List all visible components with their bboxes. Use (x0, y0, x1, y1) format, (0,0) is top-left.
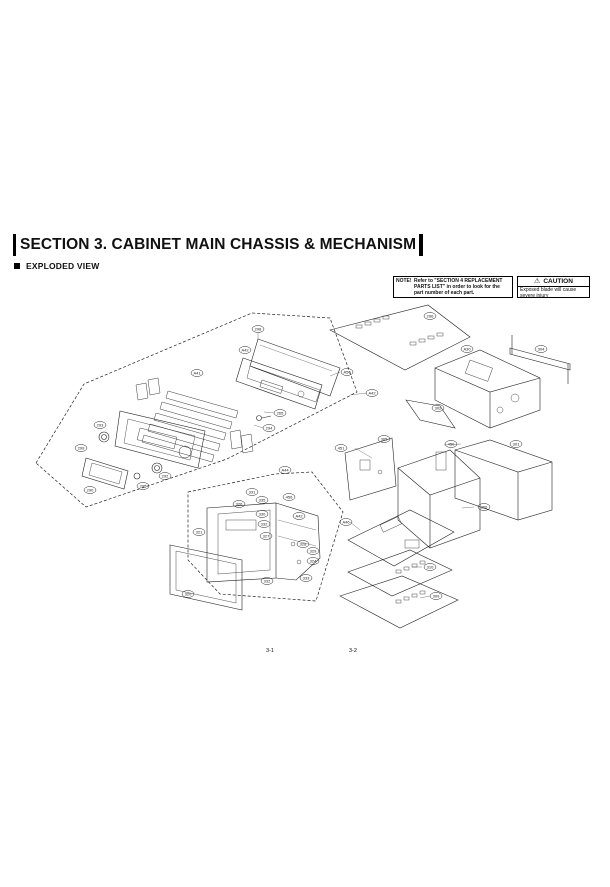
leader-lines (253, 333, 475, 599)
part-label: 324 (310, 559, 317, 564)
page-number-right: 3-2 (349, 648, 357, 654)
note-text: Refer to "SECTION 4 REPLACEMENT PARTS LI… (414, 278, 503, 296)
part-label: A42 (241, 348, 249, 353)
part-label: 326 (236, 502, 243, 507)
page-number-left: 3-1 (266, 648, 274, 654)
front-chassis-group-outline (187, 471, 344, 602)
part-label: 333 (303, 576, 310, 581)
knobs (98, 415, 272, 480)
part-label: 310 (427, 565, 434, 570)
header-right-bar (419, 234, 424, 256)
part-label: 450 (448, 442, 455, 447)
front-panel-group-outline (35, 312, 358, 508)
part-label: 265 (277, 411, 284, 416)
warning-triangle-icon: ⚠ (534, 278, 541, 285)
square-bullet-icon (14, 263, 20, 269)
front-panel (114, 410, 206, 469)
part-label: A42 (295, 514, 303, 519)
front-cover-frame (169, 544, 243, 611)
part-label: 294 (266, 426, 273, 431)
part-label: A41 (193, 371, 201, 376)
part-label: 330 (259, 512, 266, 517)
part-label: 305 (381, 437, 388, 442)
part-label: 332 (261, 522, 268, 527)
part-label: 292 (162, 474, 169, 479)
part-label: 331 (249, 490, 256, 495)
mounting-sleeve (454, 439, 553, 521)
part-label: A44 (281, 468, 289, 473)
small-bracket (405, 399, 456, 429)
cd-mechanism (434, 349, 541, 429)
part-label: 306 (481, 505, 488, 510)
caution-header: ⚠ CAUTION (518, 277, 589, 287)
part-label: 456 (286, 495, 293, 500)
part-label: A30 (463, 347, 471, 352)
small-cover (81, 457, 129, 490)
part-label: 328 (300, 542, 307, 547)
part-label: 296 (427, 314, 434, 319)
part-label: 321 (196, 530, 203, 535)
part-label: 320 (185, 592, 192, 597)
part-label: 304 (538, 347, 545, 352)
part-label: A42 (368, 391, 376, 396)
top-cover (329, 304, 471, 371)
button-strips (135, 377, 254, 463)
bracket (509, 335, 571, 384)
part-label: A50 (343, 370, 351, 375)
caution-title: CAUTION (543, 278, 573, 285)
part-label: 327 (263, 534, 270, 539)
main-pcb (347, 509, 455, 567)
part-label: 301 (513, 442, 520, 447)
part-label: 299 (78, 446, 85, 451)
faceplate-upper (235, 338, 341, 410)
chassis-front (206, 502, 321, 583)
part-label: 332 (264, 579, 271, 584)
part-label: 329 (310, 549, 317, 554)
part-label: 451 (338, 446, 345, 451)
note-label: NOTE! (396, 278, 412, 284)
subheading: EXPLODED VIEW (14, 261, 99, 271)
part-label: 293 (97, 423, 104, 428)
part-label: 335 (259, 498, 266, 503)
part-label: 309 (433, 594, 440, 599)
part-label: 290 (87, 488, 94, 493)
bottom-cover (339, 575, 459, 629)
part-callouts: 298 A42 A50 A42 A41 265 294 293 299 290 … (74, 312, 548, 600)
part-label: 302 (435, 406, 442, 411)
part-label: 295 (140, 484, 147, 489)
caution-text: Exposed blade will cause severe injury (520, 287, 577, 299)
pcb-bracket (344, 437, 397, 501)
section-title: SECTION 3. CABINET MAIN CHASSIS & MECHAN… (20, 236, 417, 253)
section-header: SECTION 3. CABINET MAIN CHASSIS & MECHAN… (13, 234, 424, 256)
subheading-text: EXPLODED VIEW (26, 261, 100, 271)
note-box: NOTE! Refer to "SECTION 4 REPLACEMENT PA… (393, 276, 513, 298)
caution-box: ⚠ CAUTION Exposed blade will cause sever… (517, 276, 590, 299)
main-chassis (397, 449, 481, 549)
header-left-bar (13, 234, 16, 256)
part-label: 298 (255, 327, 262, 332)
part-label: A46 (342, 520, 350, 525)
insulator-sheet (347, 549, 453, 597)
